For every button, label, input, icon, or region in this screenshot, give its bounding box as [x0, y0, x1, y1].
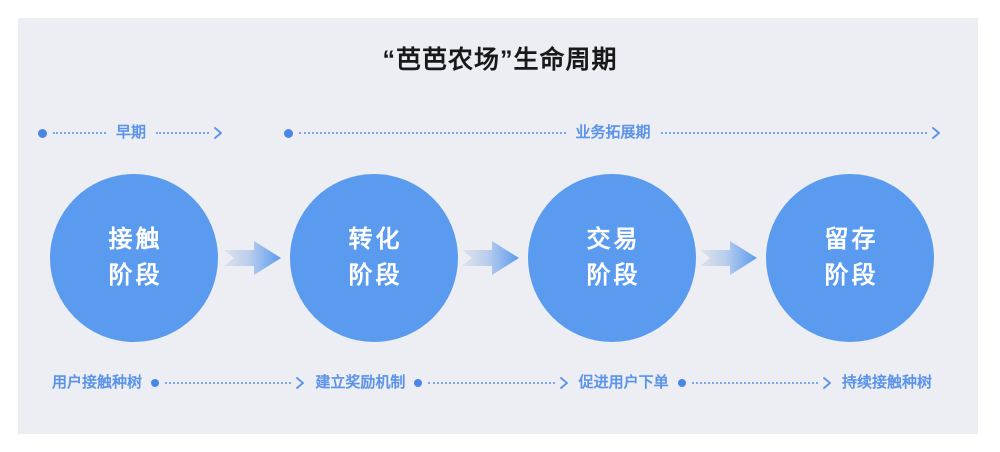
timeline-dot-icon [677, 379, 686, 387]
page-title: “芭芭农场”生命周期 [382, 46, 618, 74]
stage-label-line2: 阶段 [108, 262, 163, 289]
stage-circle-transaction[interactable]: 交易 阶段 [528, 174, 696, 342]
action-item-contact: 用户接触种树 [52, 373, 142, 393]
stage-label-line1: 转化 [348, 226, 403, 253]
phase-label-expansion: 业务拓展期 [575, 124, 651, 141]
dashed-line [165, 382, 292, 384]
chevron-right-arrow-icon [931, 126, 942, 140]
action-label: 促进用户下单 [578, 374, 669, 391]
stage-label-line1: 接触 [108, 226, 163, 253]
action-connector [414, 376, 569, 390]
action-item-order: 促进用户下单 [579, 373, 669, 393]
timeline-dot-icon [284, 128, 293, 138]
chevron-right-arrow-icon [559, 376, 570, 390]
flow-block-arrow-icon [462, 238, 520, 278]
action-label: 用户接触种树 [52, 374, 143, 391]
dashed-line [156, 132, 210, 134]
action-label: 持续接触种树 [841, 374, 932, 391]
action-item-retention: 持续接触种树 [842, 373, 932, 393]
phase-track-early: 早期 [38, 122, 224, 144]
phase-track-expansion: 业务拓展期 [284, 122, 942, 144]
timeline-dot-icon [151, 379, 160, 387]
stage-label-line2: 阶段 [348, 262, 403, 289]
stage-circle-conversion[interactable]: 转化 阶段 [290, 174, 458, 342]
flow-block-arrow-icon [224, 238, 282, 278]
action-connector [677, 376, 833, 390]
stage-label-line1: 留存 [824, 226, 879, 253]
chevron-right-arrow-icon [295, 376, 306, 390]
dashed-line [660, 132, 928, 134]
dashed-line [428, 382, 555, 384]
phase-label-early: 早期 [116, 124, 147, 141]
flow-block-arrow-icon [700, 238, 758, 278]
action-label: 建立奖励机制 [315, 374, 406, 391]
dashed-line [691, 382, 818, 384]
chevron-right-arrow-icon [822, 376, 833, 390]
dashed-line [299, 132, 566, 134]
stage-label-line2: 阶段 [586, 262, 641, 289]
timeline-dot-icon [414, 379, 423, 387]
stage-label-line1: 交易 [586, 226, 641, 253]
stage-circle-contact[interactable]: 接触 阶段 [50, 174, 218, 342]
action-connector [151, 376, 306, 390]
chevron-right-arrow-icon [213, 126, 224, 140]
stage-circle-retention[interactable]: 留存 阶段 [766, 174, 934, 342]
action-item-reward: 建立奖励机制 [315, 373, 405, 393]
dashed-line [53, 132, 106, 134]
action-row: 用户接触种树 建立奖励机制 促进用户下单 [52, 370, 932, 396]
stage-label-line2: 阶段 [824, 262, 879, 289]
timeline-dot-icon [38, 128, 47, 138]
